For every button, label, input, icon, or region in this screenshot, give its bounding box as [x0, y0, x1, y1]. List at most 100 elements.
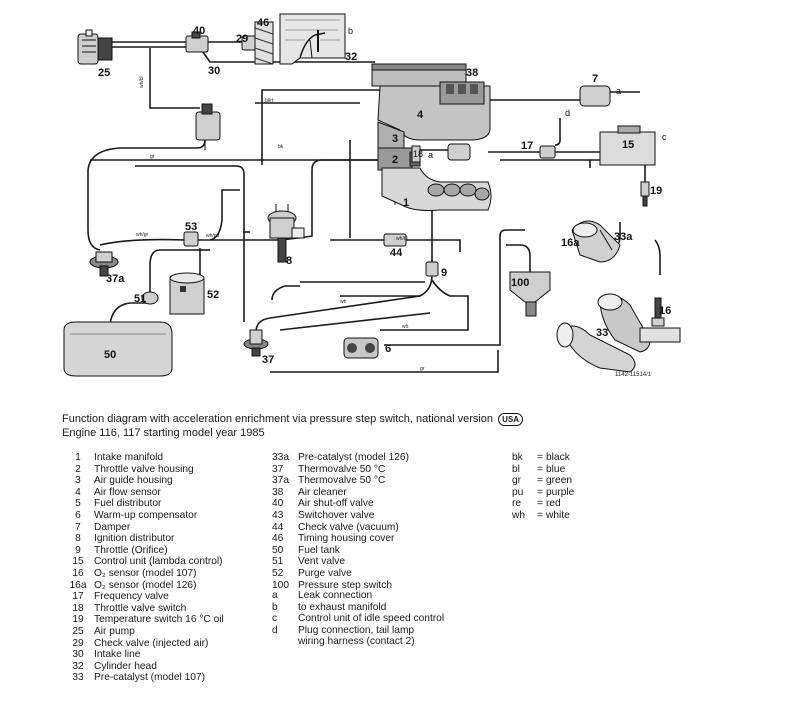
legend-number: 100 — [272, 579, 289, 591]
function-diagram: 25 40 29 46 b 32 30 38 a 7 4 3 2 18 17 d… — [63, 13, 681, 378]
label-33: 33 — [596, 327, 608, 339]
label-7-top: 7 — [592, 73, 598, 85]
legend-text: Intake manifold — [94, 452, 164, 463]
label-wh-bl-1: wh/bl — [139, 76, 145, 88]
color-code-row: bk=black — [512, 452, 574, 464]
label-a-top: a — [616, 86, 621, 96]
legend-number: 29 — [72, 637, 84, 649]
legend-text: Pressure step switch — [298, 579, 392, 591]
color-name: red — [546, 498, 561, 510]
label-38: 38 — [466, 67, 478, 79]
diagram-labels: 25 40 29 46 b 32 30 38 a 7 4 3 2 18 17 d… — [98, 17, 671, 378]
pressure-step-switch — [509, 271, 551, 317]
damper-middle — [447, 143, 471, 161]
legend-number: 37 — [272, 463, 284, 475]
label-wh-bl-2: wh/bl — [396, 236, 408, 242]
legend-text: Timing housing cover — [298, 533, 395, 545]
legend-number: 52 — [272, 567, 284, 579]
throttle-orifice — [425, 261, 439, 277]
color-code: bl — [512, 463, 520, 475]
legend-text: Thermovalve 50 °C — [298, 475, 386, 487]
label-46: 46 — [257, 17, 269, 29]
label-4: 4 — [417, 109, 424, 121]
legend-number: 50 — [272, 544, 284, 556]
purge-connector — [183, 231, 199, 247]
vent-valve — [141, 291, 159, 305]
label-19: 19 — [650, 185, 662, 197]
legend-row: 25 Air pump — [62, 626, 224, 638]
label-d: d — [565, 108, 570, 118]
fuel-tank — [63, 321, 173, 377]
legend-text: Fuel tank — [298, 544, 340, 556]
pre-catalyst-model-107 — [556, 293, 681, 373]
label-wh-gr: wh/gr — [136, 232, 149, 238]
legend-text: Air pump — [94, 625, 135, 637]
label-51: 51 — [134, 293, 146, 305]
legend-number: 17 — [72, 591, 84, 603]
color-code-row: re=red — [512, 498, 574, 510]
warm-up-compensator — [343, 337, 379, 359]
color-name: white — [546, 509, 570, 521]
label-30: 30 — [208, 65, 220, 77]
label-bk: bk — [278, 144, 284, 150]
legend-text: Throttle valve housing — [94, 463, 194, 475]
label-53: 53 — [185, 221, 197, 233]
legend-row: wiring harness (contact 2) — [272, 636, 444, 648]
color-code: bk — [512, 452, 523, 463]
legend-row: 46 Timing housing cover — [272, 533, 409, 545]
legend-number: 43 — [272, 509, 284, 521]
legend-number: 30 — [72, 649, 84, 661]
legend-text: Temperature switch 16 °C oil — [94, 614, 224, 626]
legend-number: d — [272, 624, 278, 636]
legend-text: Switchover valve — [298, 509, 375, 521]
legend-text: Throttle valve switch — [94, 602, 187, 614]
legend-text: Intake line — [94, 649, 141, 661]
color-name: blue — [546, 463, 566, 475]
legend-text: Pre-catalyst (model 107) — [94, 672, 205, 684]
color-code-row: wh=white — [512, 510, 574, 522]
legend-number: 44 — [272, 521, 284, 533]
legend-number: 3 — [75, 475, 81, 487]
ignition-distributor — [267, 204, 305, 263]
legend-row: 16a O₂ sensor (model 126) — [62, 580, 224, 592]
legend-number: 5 — [75, 498, 81, 510]
legend-text: Air cleaner — [298, 486, 347, 498]
legend-number: 18 — [72, 602, 84, 614]
equals-sign: = — [537, 463, 543, 475]
label-a-mid: a — [428, 150, 433, 160]
legend-text: Check valve (injected air) — [94, 637, 209, 649]
label-52: 52 — [207, 289, 219, 301]
frequency-valve — [539, 145, 556, 159]
legend-row: 1 Intake manifold — [62, 452, 224, 464]
label-2: 2 — [392, 154, 398, 166]
legend-number: 37a — [272, 475, 289, 487]
purge-valve — [169, 272, 205, 315]
legend-number: 16a — [69, 579, 87, 591]
diagram-caption: Function diagram with acceleration enric… — [62, 412, 782, 440]
legend-text: O₂ sensor (model 126) — [94, 579, 197, 591]
legend-number: 1 — [75, 452, 81, 463]
color-code-row: bl =blue — [512, 464, 574, 476]
legend-number: 38 — [272, 486, 284, 498]
legend-number: 46 — [272, 533, 284, 545]
legend-text: O₂ sensor (model 107) — [94, 567, 197, 579]
legend-number: 33a — [272, 452, 289, 463]
legend-text: Purge valve — [298, 567, 352, 579]
legend-text: Thermovalve 50 °C — [298, 463, 386, 475]
legend-number: 25 — [72, 625, 84, 637]
